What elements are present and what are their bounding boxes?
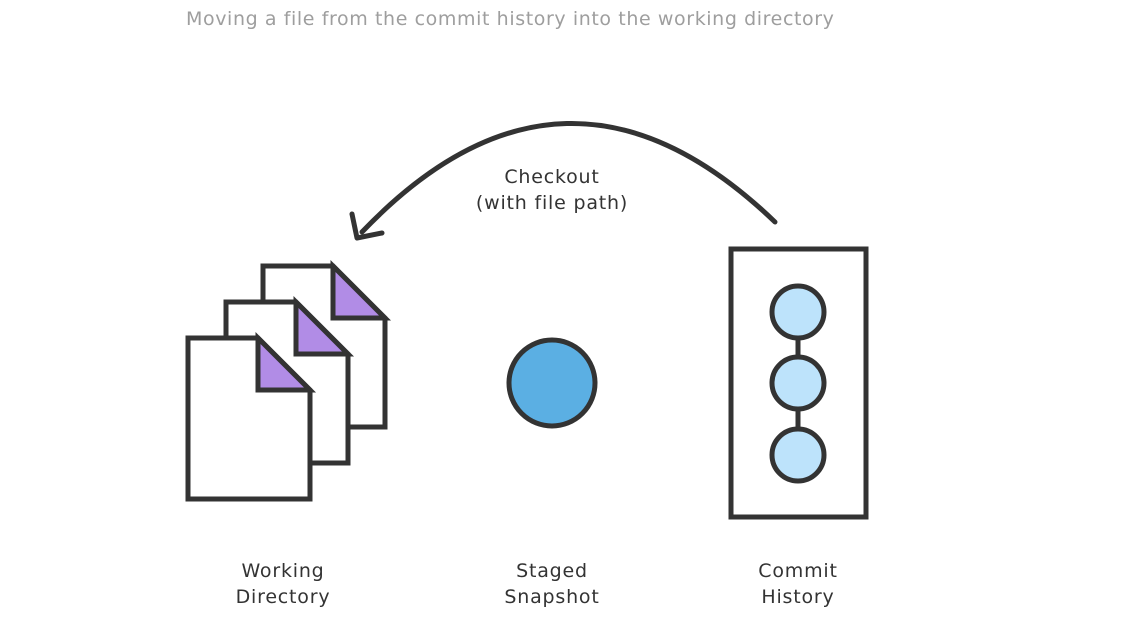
commit-node <box>769 283 827 341</box>
checkout-label-line2: (with file path) <box>475 192 629 214</box>
staged-snapshot-label-line2: Snapshot <box>504 586 600 608</box>
working-directory-label-line1: Working <box>241 560 325 582</box>
commit-node <box>769 426 827 484</box>
arrow-head <box>349 211 385 241</box>
checkout-label-line1: Checkout <box>504 166 600 188</box>
stacked-files-icon <box>185 259 392 502</box>
file-front <box>185 331 317 502</box>
staged-snapshot-label-line1: Staged <box>516 560 588 582</box>
working-directory-label: Working Directory <box>203 558 363 610</box>
commit-history-label: Commit History <box>718 558 878 610</box>
commit-history-label-line2: History <box>761 586 835 608</box>
commit-node <box>769 354 827 412</box>
curved-arrow-icon <box>349 120 778 241</box>
staged-snapshot-label: Staged Snapshot <box>472 558 632 610</box>
commit-history-label-line1: Commit <box>758 560 838 582</box>
arrow-arc <box>359 120 778 235</box>
snapshot-circle-icon <box>506 337 598 429</box>
commit-chain-icon <box>728 246 869 520</box>
working-directory-label-line2: Directory <box>235 586 331 608</box>
diagram-caption: Moving a file from the commit history in… <box>186 8 835 30</box>
checkout-arrow-label: Checkout (with file path) <box>452 164 652 216</box>
